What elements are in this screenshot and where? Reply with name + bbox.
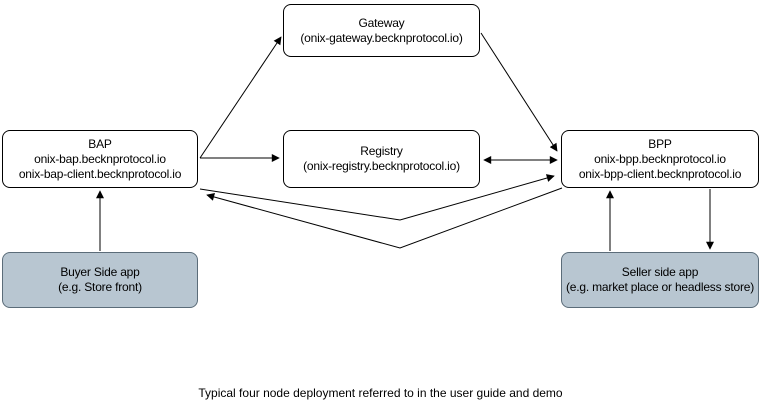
seller-app-title: Seller side app [621, 265, 699, 279]
bpp-domain: onix-bpp.becknprotocol.io [594, 151, 726, 166]
node-bpp: BPP onix-bpp.becknprotocol.io onix-bpp-c… [561, 130, 759, 188]
diagram-caption: Typical four node deployment referred to… [198, 386, 563, 400]
registry-domain: (onix-registry.becknprotocol.io) [303, 159, 460, 173]
node-bap: BAP onix-bap.becknprotocol.io onix-bap-c… [2, 130, 198, 188]
gateway-domain: (onix-gateway.becknprotocol.io) [300, 30, 463, 45]
gateway-title: Gateway [358, 15, 405, 30]
node-seller-side-app: Seller side app (e.g. market place or he… [561, 252, 759, 308]
bpp-client-domain: onix-bpp-client.becknprotocol.io [578, 166, 742, 181]
node-gateway: Gateway (onix-gateway.becknprotocol.io) [283, 4, 480, 57]
node-buyer-side-app: Buyer Side app (e.g. Store front) [2, 252, 198, 308]
arrow-gateway-to-bpp [480, 32, 558, 152]
seller-app-example: (e.g. market place or headless store) [565, 280, 755, 294]
arrow-bap-to-gateway [199, 36, 282, 159]
bap-client-domain: onix-bap-client.becknprotocol.io [18, 166, 182, 181]
node-registry: Registry (onix-registry.becknprotocol.io… [283, 130, 480, 188]
arrow-bpp-to-bap-elbow [206, 187, 563, 249]
bpp-title: BPP [648, 136, 672, 151]
buyer-app-example: (e.g. Store front) [58, 280, 142, 294]
registry-title: Registry [360, 144, 403, 158]
buyer-app-title: Buyer Side app [60, 265, 140, 279]
bap-domain: onix-bap.becknprotocol.io [34, 151, 166, 166]
bap-title: BAP [88, 136, 112, 151]
